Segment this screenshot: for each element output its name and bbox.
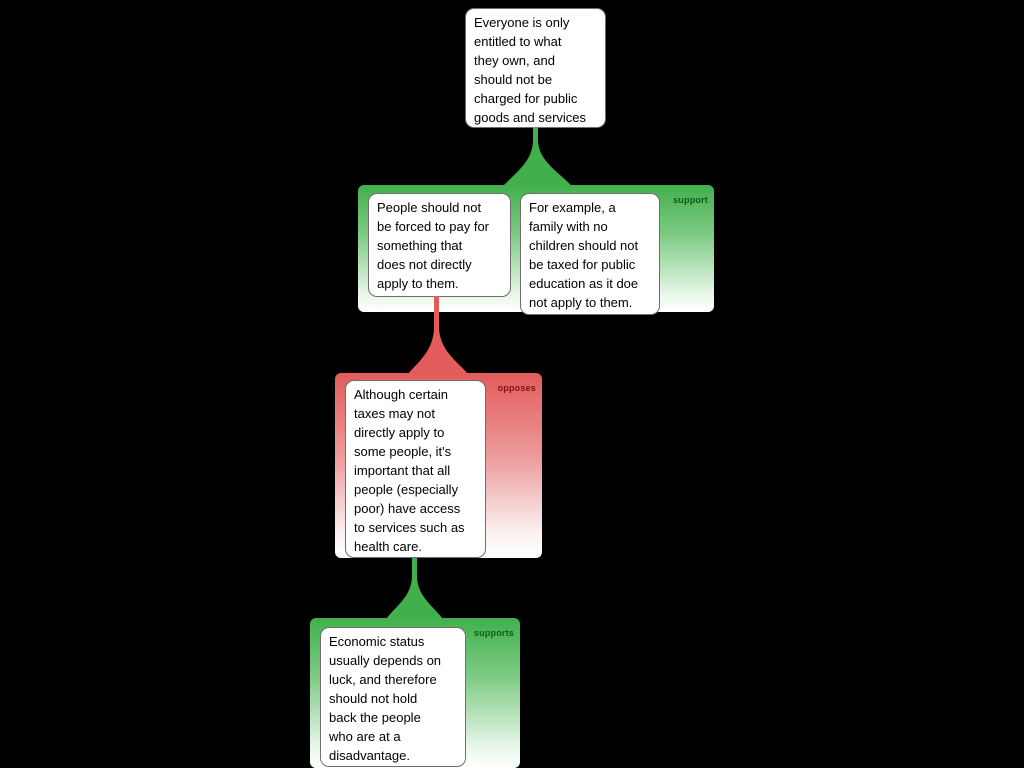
- claim-root-card[interactable]: Everyone is only entitled to what they o…: [465, 8, 606, 128]
- claim-oppose-card[interactable]: Although certain taxes may not directly …: [345, 380, 486, 558]
- group-support-label: support: [673, 195, 708, 205]
- claim-root-text: Everyone is only entitled to what they o…: [474, 15, 587, 125]
- claim-support-text-1: People should not be forced to pay for s…: [377, 200, 490, 291]
- connector-supports: [386, 558, 443, 619]
- claim-support-card-3[interactable]: Economic status usually depends on luck,…: [320, 627, 466, 767]
- connector-support: [503, 127, 572, 186]
- group-support[interactable]: support People should not be forced to p…: [358, 185, 714, 315]
- claim-support-card-2[interactable]: For example, a family with no children s…: [520, 193, 660, 315]
- claim-support-card-1[interactable]: People should not be forced to pay for s…: [368, 193, 511, 297]
- claim-support-text-2: For example, a family with no children s…: [529, 200, 639, 310]
- group-opposes-label: opposes: [497, 383, 536, 393]
- claim-oppose-text: Although certain taxes may not directly …: [354, 387, 465, 554]
- connector-opposes: [408, 296, 468, 374]
- group-opposes[interactable]: opposes Although certain taxes may not d…: [335, 373, 542, 558]
- group-supports[interactable]: supports Economic status usually depends…: [310, 618, 520, 768]
- group-supports-label: supports: [473, 628, 514, 638]
- claim-support-text-3: Economic status usually depends on luck,…: [329, 634, 442, 763]
